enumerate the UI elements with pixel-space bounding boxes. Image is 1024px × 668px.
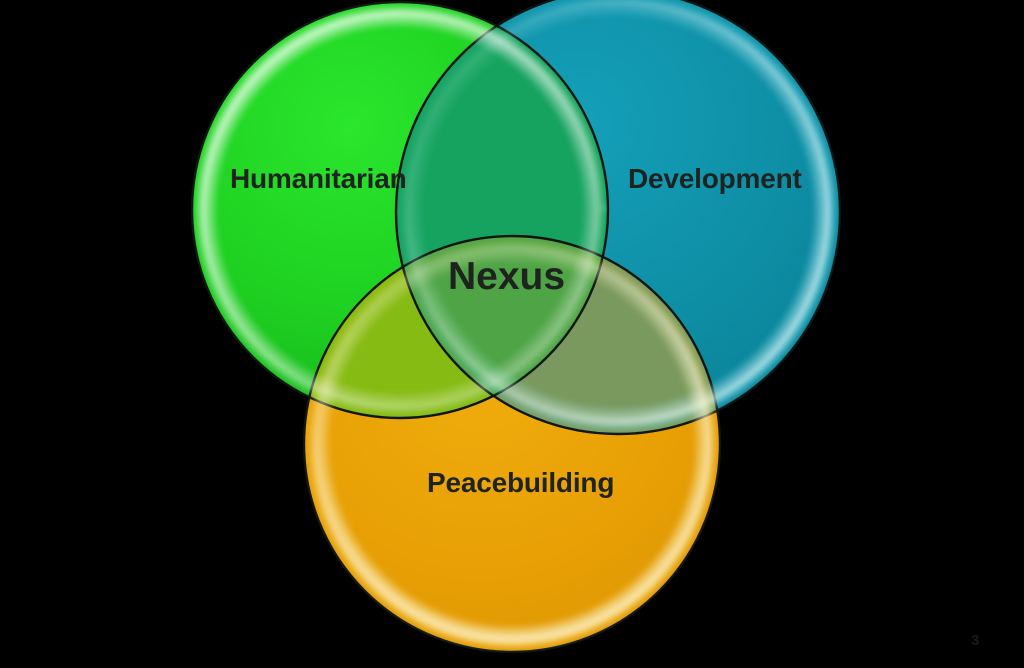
highlight-peacebuilding-secondary — [308, 240, 716, 648]
highlight-humanitarian-inner — [195, 5, 605, 415]
page-number: 3 — [971, 632, 980, 649]
